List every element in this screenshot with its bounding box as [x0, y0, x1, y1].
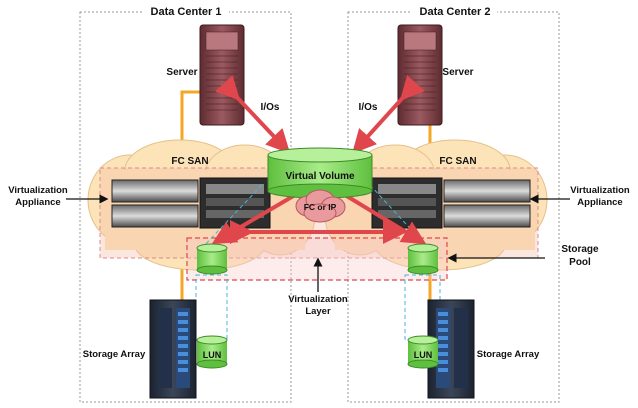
server-icon-left: [199, 24, 245, 126]
virtual-volume-cylinder: [267, 147, 373, 199]
appliance-label-right-line2: Appliance: [577, 197, 622, 208]
server-label-left: Server: [166, 67, 197, 78]
data-center-2-title: Data Center 2: [420, 6, 491, 18]
server-icon-right: [397, 24, 443, 126]
storage-array-icon-left: [149, 299, 197, 399]
virtualization-layer-label-line1: Virtualization: [288, 294, 348, 305]
storage-pool-label-line1: Storage: [561, 244, 599, 255]
ios-label-right: I/Os: [359, 102, 378, 113]
lun-cylinder-right: [407, 335, 439, 369]
storage-pool-cylinder-right: [407, 243, 439, 275]
fc-or-ip-label: FC or IP: [304, 202, 337, 212]
storage-pool-label-line2: Pool: [569, 257, 591, 268]
storage-pool-cylinder-left: [196, 243, 228, 275]
fc-or-ip-cloud: [295, 189, 346, 223]
virtual-volume-label: Virtual Volume: [285, 171, 355, 182]
appliance-label-left-line1: Virtualization: [8, 185, 68, 196]
server-label-right: Server: [442, 67, 473, 78]
appliance-icon-left: [111, 177, 271, 229]
appliance-label-right-line1: Virtualization: [570, 185, 630, 196]
storage-array-label-right: Storage Array: [477, 349, 540, 360]
appliance-label-left-line2: Appliance: [15, 197, 60, 208]
appliance-icon-right: [371, 177, 531, 229]
fc-san-label-left: FC SAN: [171, 156, 208, 167]
lun-label-right: LUN: [414, 350, 433, 360]
data-center-1-title: Data Center 1: [151, 6, 222, 18]
fc-san-label-right: FC SAN: [439, 156, 476, 167]
black-arrows: [66, 194, 570, 292]
red-arrows: [211, 75, 427, 245]
virtualization-layer-label-line2: Layer: [305, 306, 331, 317]
ios-label-left: I/Os: [261, 102, 280, 113]
lun-label-left: LUN: [203, 350, 222, 360]
lun-cylinder-left: [196, 335, 228, 369]
storage-array-label-left: Storage Array: [83, 349, 146, 360]
